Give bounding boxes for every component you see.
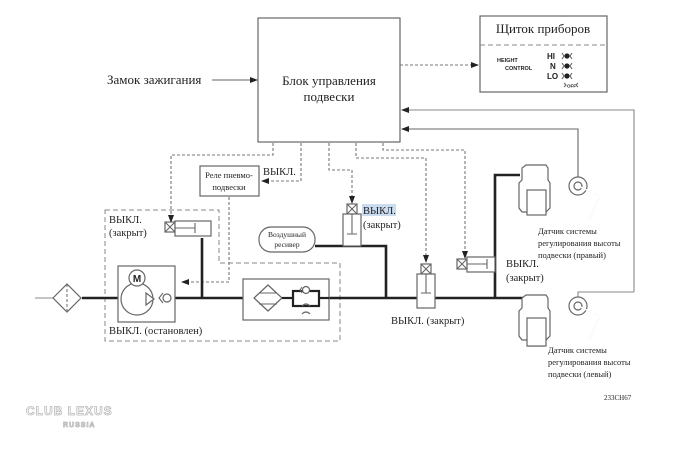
front-valve-state-label: ВЫКЛ. (закрыт) xyxy=(391,316,465,327)
left-sensor-signal-line xyxy=(401,107,635,292)
reservoir-label-line1: Воздушный xyxy=(268,230,306,239)
ecu-label-line2: подвески xyxy=(304,89,355,104)
highlight xyxy=(362,204,396,216)
height-label-1: HEIGHT xyxy=(497,58,518,64)
left-sensor-connector xyxy=(577,291,634,297)
figure-code: 233CH67 xyxy=(604,394,632,402)
dashboard-panel: Щиток приборов HEIGHT CONTROL HI N LO OF… xyxy=(479,15,608,93)
off-lamp-icon xyxy=(563,82,579,88)
indicator-lo: LO xyxy=(547,72,558,81)
left-sensor-label-line2: регулирования высоты xyxy=(548,357,631,367)
right-sensor-label-line1: Датчик системы xyxy=(538,226,597,236)
right-air-strut-icon xyxy=(518,164,551,216)
indicator-n: N xyxy=(550,62,556,71)
reservoir-valve-label-line1: ВЫКЛ. xyxy=(363,206,396,217)
reservoir-label-line2: ресивер xyxy=(274,240,299,249)
watermark-line1: CLUB LEXUS xyxy=(26,404,113,418)
indicator-lamp-lo-icon xyxy=(561,72,573,80)
relay-label-line1: Реле пневмо- xyxy=(205,170,253,180)
intake-filter-icon xyxy=(52,283,82,313)
ignition-input: Замок зажигания xyxy=(107,72,258,87)
indicator-hi: HI xyxy=(547,52,555,61)
ignition-label: Замок зажигания xyxy=(107,72,201,87)
ecu-to-compressor-valve-signal xyxy=(168,143,274,223)
right-leveling-valve xyxy=(456,256,496,273)
ecu-to-relay-signal xyxy=(261,143,302,184)
left-sensor-label-line1: Датчик системы xyxy=(548,345,607,355)
ecu-label-line1: Блок управления xyxy=(282,73,376,88)
ecu-block: Блок управления подвески xyxy=(257,17,401,143)
reservoir-valve-label-line2: (закрыт) xyxy=(363,220,401,231)
pipe-to-reservoir xyxy=(315,244,388,298)
air-reservoir: Воздушный ресивер xyxy=(258,226,316,253)
left-height-sensor-icon xyxy=(568,296,601,339)
ecu-to-reservoir-valve-signal xyxy=(328,143,355,204)
ecu-to-right-valve-signal xyxy=(382,143,468,259)
compressor-unit: M xyxy=(117,265,176,323)
ecu-to-front-valve-signal xyxy=(355,143,429,263)
air-dryer-assembly xyxy=(242,278,330,321)
right-sensor-label-line2: регулирования высоты xyxy=(538,238,621,248)
height-label-2: CONTROL xyxy=(505,66,533,72)
watermark-line2: RUSSIA xyxy=(63,422,95,429)
left-sensor-label-line3: подвески (левый) xyxy=(548,369,612,379)
compressor-valve-label-line2: (закрыт) xyxy=(109,228,147,239)
motor-symbol: M xyxy=(133,274,141,285)
relay-label-line2: подвески xyxy=(212,182,246,192)
dashboard-title: Щиток приборов xyxy=(496,21,590,36)
off-label: OFF xyxy=(567,84,576,89)
indicator-lamp-n-icon xyxy=(561,62,573,70)
compressor-assembly-boundary xyxy=(104,209,341,342)
left-air-strut-icon xyxy=(518,294,551,347)
right-valve-label-line1: ВЫКЛ. xyxy=(506,259,539,270)
right-sensor-label-line3: подвески (правый) xyxy=(538,250,606,260)
compressor-valve-label-line1: ВЫКЛ. xyxy=(109,215,142,226)
right-valve-label-line2: (закрыт) xyxy=(506,273,544,284)
reservoir-valve xyxy=(342,203,362,247)
check-valve-icon xyxy=(158,292,172,304)
front-leveling-valve xyxy=(416,263,436,309)
right-sensor-signal-line xyxy=(401,126,579,178)
indicator-lamp-hi-icon xyxy=(561,52,573,60)
motor-icon xyxy=(128,269,146,287)
compressor-state-label: ВЫКЛ. (остановлен) xyxy=(109,326,203,337)
relay-state-label: ВЫКЛ. xyxy=(263,167,296,178)
right-height-sensor-icon xyxy=(568,176,601,219)
relay-to-motor-signal xyxy=(181,197,230,285)
exhaust-valve xyxy=(164,220,212,237)
air-suspension-relay: Реле пневмо- подвески xyxy=(199,165,260,197)
